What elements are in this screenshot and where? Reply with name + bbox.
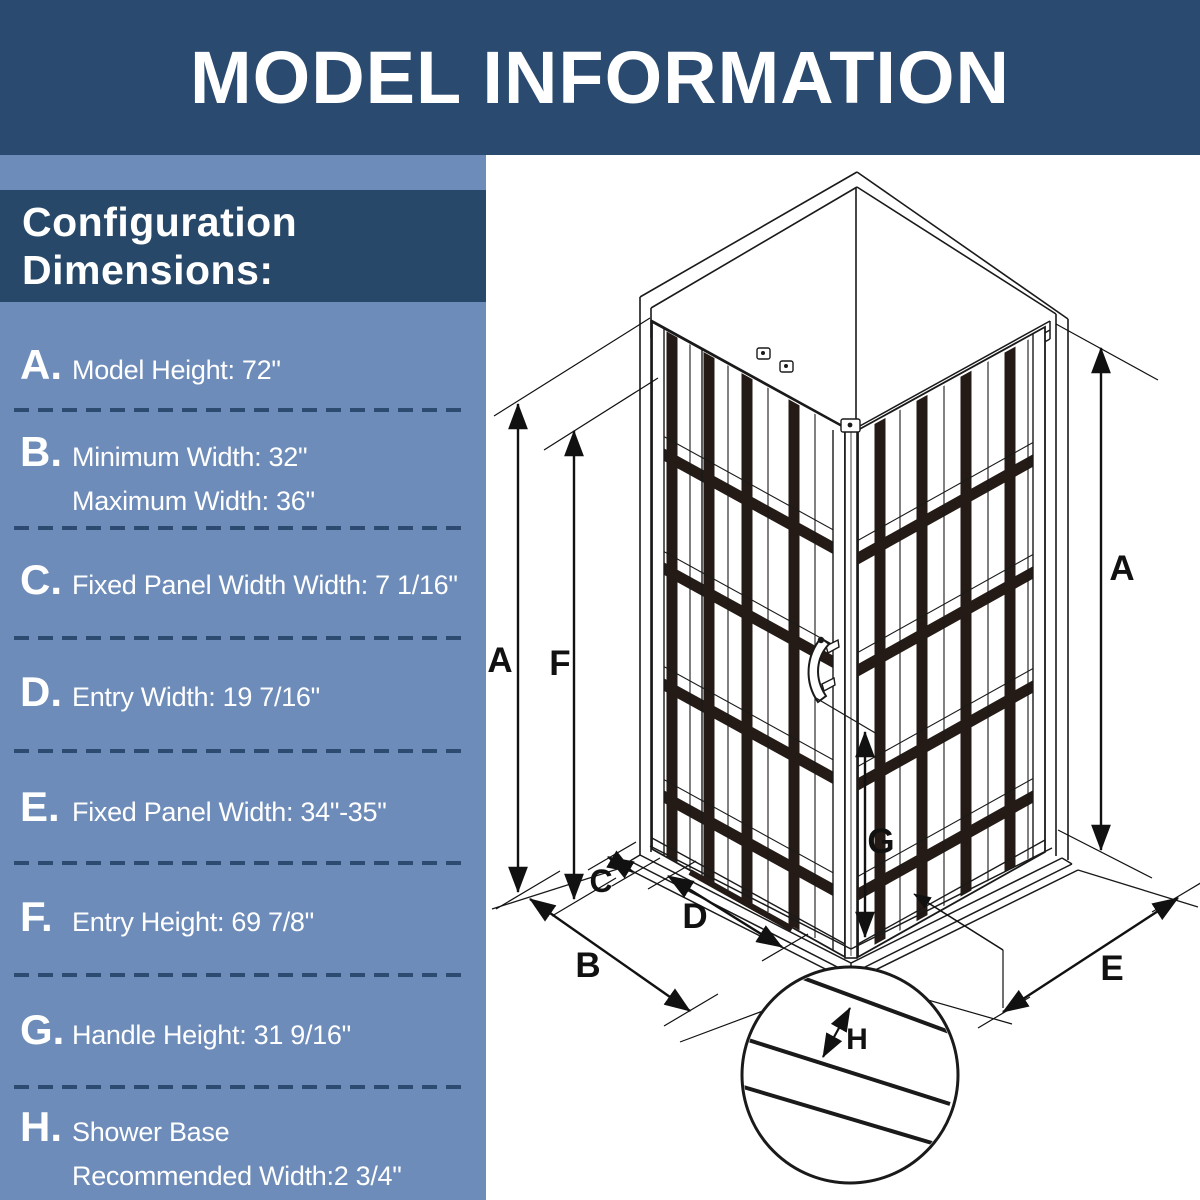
dashed-separator xyxy=(14,408,468,412)
dim-label-g: G xyxy=(867,822,894,861)
dimension-letter: B. xyxy=(20,428,62,475)
dashed-separator xyxy=(14,526,468,530)
dimension-letter: F. xyxy=(20,893,53,940)
dimension-item-b: B. Minimum Width: 32" Maximum Width: 36" xyxy=(20,430,474,523)
dimension-item-c: C. Fixed Panel Width Width: 7 1/16" xyxy=(20,558,474,607)
door-rollers xyxy=(756,347,794,373)
left-grid-panel xyxy=(651,320,846,959)
dimension-letter: D. xyxy=(20,668,62,715)
sidebar-title-line1: Configuration xyxy=(22,199,298,245)
dimension-letter: A. xyxy=(20,341,62,388)
page-header: MODEL INFORMATION xyxy=(0,0,1200,155)
dimension-text: Maximum Width: 36" xyxy=(72,486,315,516)
dim-arrow-e xyxy=(1002,896,1179,1014)
dim-label-e: E xyxy=(1100,949,1123,988)
detail-circle: H xyxy=(740,965,960,1185)
dashed-separator xyxy=(14,749,468,753)
dimension-text: Entry Width: 19 7/16" xyxy=(72,682,320,712)
dim-label-h: H xyxy=(846,1023,868,1056)
dim-label-d: D xyxy=(682,897,707,936)
dimension-text: Recommended Width:2 3/4" xyxy=(72,1161,402,1191)
dashed-separator xyxy=(14,636,468,640)
dashed-separator xyxy=(14,861,468,865)
dim-leader-e xyxy=(913,893,1004,951)
spec-sidebar: Configuration Dimensions: A. Model Heigh… xyxy=(0,155,486,1200)
dimension-letter: G. xyxy=(20,1006,65,1053)
dimension-text: Model Height: 72" xyxy=(72,355,281,385)
dimension-labels: A F A G C D B E xyxy=(487,549,1134,988)
extension-lines xyxy=(493,317,1200,1043)
dim-label-a-left: A xyxy=(487,641,512,680)
dim-arrow-c xyxy=(606,850,635,879)
dimension-letter: H. xyxy=(20,1103,62,1150)
dimension-item-g: G. Handle Height: 31 9/16" xyxy=(20,1008,474,1057)
diagram-canvas: H A F A G C D B E xyxy=(486,155,1200,1200)
dimension-text: Fixed Panel Width: 34"-35" xyxy=(72,797,387,827)
dashed-separator xyxy=(14,973,468,977)
dimension-text: Handle Height: 31 9/16" xyxy=(72,1020,351,1050)
dimension-item-a: A. Model Height: 72" xyxy=(20,343,474,392)
dim-label-c: C xyxy=(589,863,612,899)
dimension-text: Minimum Width: 32" xyxy=(72,442,308,472)
page-title: MODEL INFORMATION xyxy=(190,36,1010,119)
dim-arrow-h xyxy=(822,1007,851,1058)
dim-arrow-b xyxy=(529,898,691,1012)
dimension-text: Shower Base xyxy=(72,1117,230,1147)
dimension-arrows xyxy=(508,346,1179,1014)
right-grid-panel xyxy=(857,325,1046,959)
shower-enclosure-diagram: H A F A G C D B E xyxy=(487,171,1200,1185)
dimension-text: Entry Height: 69 7/8" xyxy=(72,907,314,937)
dashed-separator xyxy=(14,1085,468,1089)
dim-label-f: F xyxy=(549,644,570,683)
wall-outline xyxy=(639,171,1069,860)
dimension-letter: C. xyxy=(20,556,62,603)
dimension-letter: E. xyxy=(20,783,60,830)
corner-post xyxy=(840,418,861,959)
content: Configuration Dimensions: A. Model Heigh… xyxy=(0,155,1200,1200)
sidebar-title-banner: Configuration Dimensions: xyxy=(0,190,486,302)
dimension-item-e: E. Fixed Panel Width: 34"-35" xyxy=(20,785,474,834)
dimension-item-d: D. Entry Width: 19 7/16" xyxy=(20,670,474,719)
sidebar-title-line2: Dimensions: xyxy=(22,247,274,293)
dim-arrow-d xyxy=(667,874,783,949)
dimension-item-f: F. Entry Height: 69 7/8" xyxy=(20,895,474,944)
door-handle xyxy=(807,636,878,735)
dim-label-a-right: A xyxy=(1109,549,1134,588)
dimension-text: Fixed Panel Width Width: 7 1/16" xyxy=(72,570,458,600)
dim-label-b: B xyxy=(575,946,600,985)
